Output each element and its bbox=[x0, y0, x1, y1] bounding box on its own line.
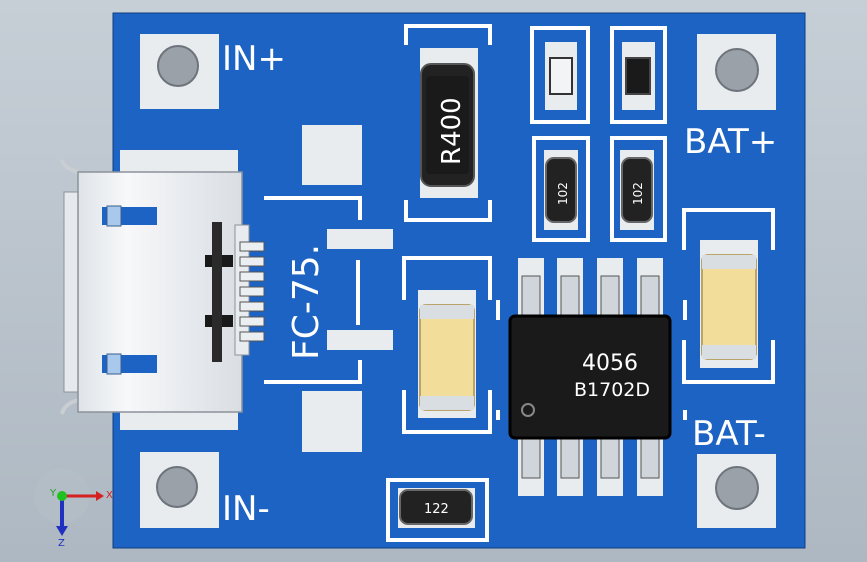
ic-pins-bottom bbox=[518, 431, 663, 496]
ic-part-number: 4056 bbox=[582, 351, 638, 376]
mount-pad-in-minus bbox=[140, 452, 219, 528]
resistor-102-a-marking: 102 bbox=[556, 182, 570, 205]
ic-4056 bbox=[496, 258, 687, 496]
micro-usb-connector bbox=[60, 150, 265, 430]
x-axis-label: X bbox=[106, 490, 113, 501]
resistor-102-b bbox=[610, 136, 667, 242]
axis-triad: X Y Z bbox=[34, 468, 113, 549]
y-axis-dot bbox=[57, 491, 67, 501]
mount-pad-bat-minus bbox=[697, 454, 776, 528]
label-bat-minus: BAT- bbox=[692, 414, 766, 454]
pad-strip-lower bbox=[327, 330, 393, 350]
label-board-name: FC-75. bbox=[286, 244, 327, 360]
silk-fc-bottom bbox=[264, 360, 362, 384]
resistor-102-b-marking: 102 bbox=[631, 182, 645, 205]
capacitor-right bbox=[682, 208, 775, 384]
mount-pad-bat-plus bbox=[697, 34, 776, 110]
ic-date-code: B1702D bbox=[574, 379, 650, 401]
led-2 bbox=[610, 26, 667, 124]
z-axis-label: Z bbox=[58, 538, 65, 549]
silk-fc-top bbox=[264, 196, 362, 220]
label-bat-plus: BAT+ bbox=[684, 122, 777, 162]
resistor-r400 bbox=[404, 24, 492, 222]
test-pad-top bbox=[302, 125, 362, 185]
label-in-plus: IN+ bbox=[222, 39, 286, 79]
y-axis-label: Y bbox=[49, 488, 57, 499]
ic-pins-top bbox=[518, 258, 663, 323]
resistor-122 bbox=[386, 478, 489, 542]
led-1 bbox=[530, 26, 590, 124]
test-pad-bottom bbox=[302, 391, 362, 452]
capacitor-left bbox=[402, 256, 492, 434]
resistor-122-marking: 122 bbox=[424, 502, 449, 517]
pad-strip-upper bbox=[327, 229, 393, 249]
label-in-minus: IN- bbox=[222, 489, 270, 529]
resistor-r400-marking: R400 bbox=[437, 97, 467, 165]
resistor-102-a bbox=[532, 136, 590, 242]
mount-pad-in-plus bbox=[140, 34, 219, 109]
